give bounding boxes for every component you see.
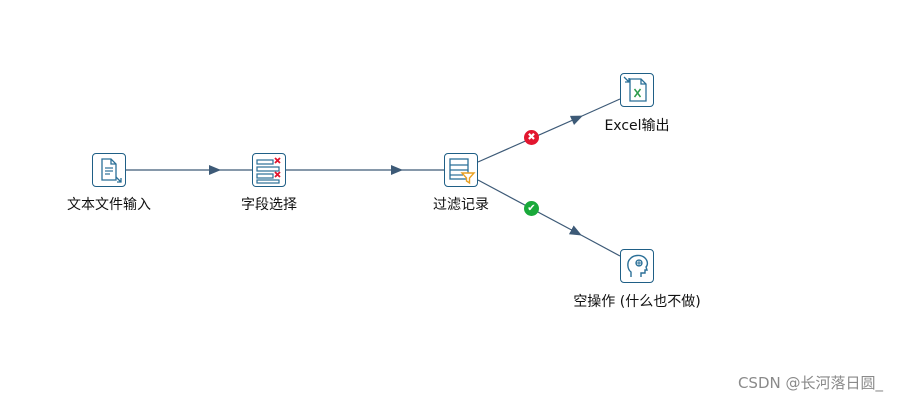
step-text-file-input[interactable] bbox=[92, 153, 126, 187]
text-file-input-icon bbox=[101, 158, 122, 183]
hop-filter-to-dummy[interactable] bbox=[477, 179, 621, 257]
watermark: CSDN @长河落日圆_ bbox=[737, 374, 883, 392]
step-label-excel-output: Excel输出 bbox=[604, 118, 670, 134]
step-label-text-file-input: 文本文件输入 bbox=[67, 197, 151, 213]
step-select-fields[interactable] bbox=[252, 153, 286, 187]
true-result-badge[interactable]: ✔ bbox=[524, 201, 539, 216]
step-label-filter-rows: 过滤记录 bbox=[433, 197, 489, 213]
false-result-badge[interactable]: ✖ bbox=[524, 130, 539, 145]
excel-output-icon bbox=[623, 76, 647, 102]
dummy-head-icon bbox=[627, 254, 649, 277]
step-excel-output[interactable] bbox=[620, 73, 654, 107]
filter-rows-icon bbox=[449, 158, 476, 185]
hop-filter-to-excel[interactable] bbox=[477, 98, 621, 163]
step-label-select-fields: 字段选择 bbox=[241, 197, 297, 213]
step-filter-rows[interactable] bbox=[444, 153, 478, 187]
step-dummy[interactable] bbox=[620, 249, 654, 283]
step-label-dummy: 空操作 (什么也不做) bbox=[573, 294, 701, 310]
select-values-icon bbox=[256, 157, 281, 184]
